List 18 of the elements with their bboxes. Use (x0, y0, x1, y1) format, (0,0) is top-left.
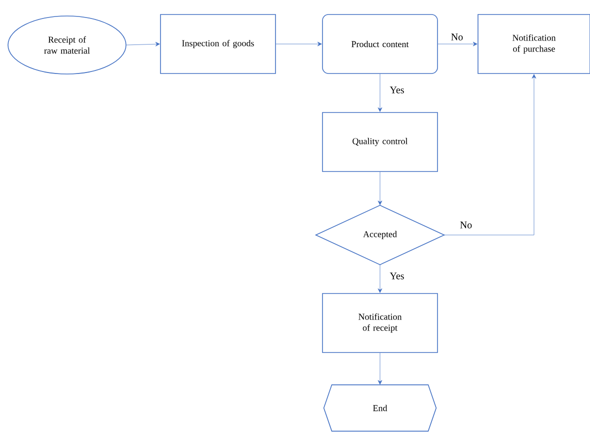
arrow (378, 352, 382, 385)
process-box: Quality control (322, 112, 438, 172)
edge-label: Yes (388, 86, 406, 94)
arrow (276, 42, 322, 46)
arrow (444, 74, 536, 236)
process-box: Notification of receipt (322, 293, 438, 353)
process-box: Notification of purchase (478, 14, 590, 74)
terminator-hexagon: End (323, 384, 437, 432)
edge-label: Yes (388, 272, 406, 280)
arrow (438, 42, 478, 46)
arrow (126, 42, 160, 46)
process-box: Inspection of goods (160, 14, 276, 74)
arrow (378, 172, 382, 206)
arrow (378, 74, 382, 112)
arrow (378, 264, 382, 293)
process-box: Product content (322, 14, 438, 74)
edge-label: No (450, 32, 464, 42)
edge-label: No (458, 220, 474, 230)
